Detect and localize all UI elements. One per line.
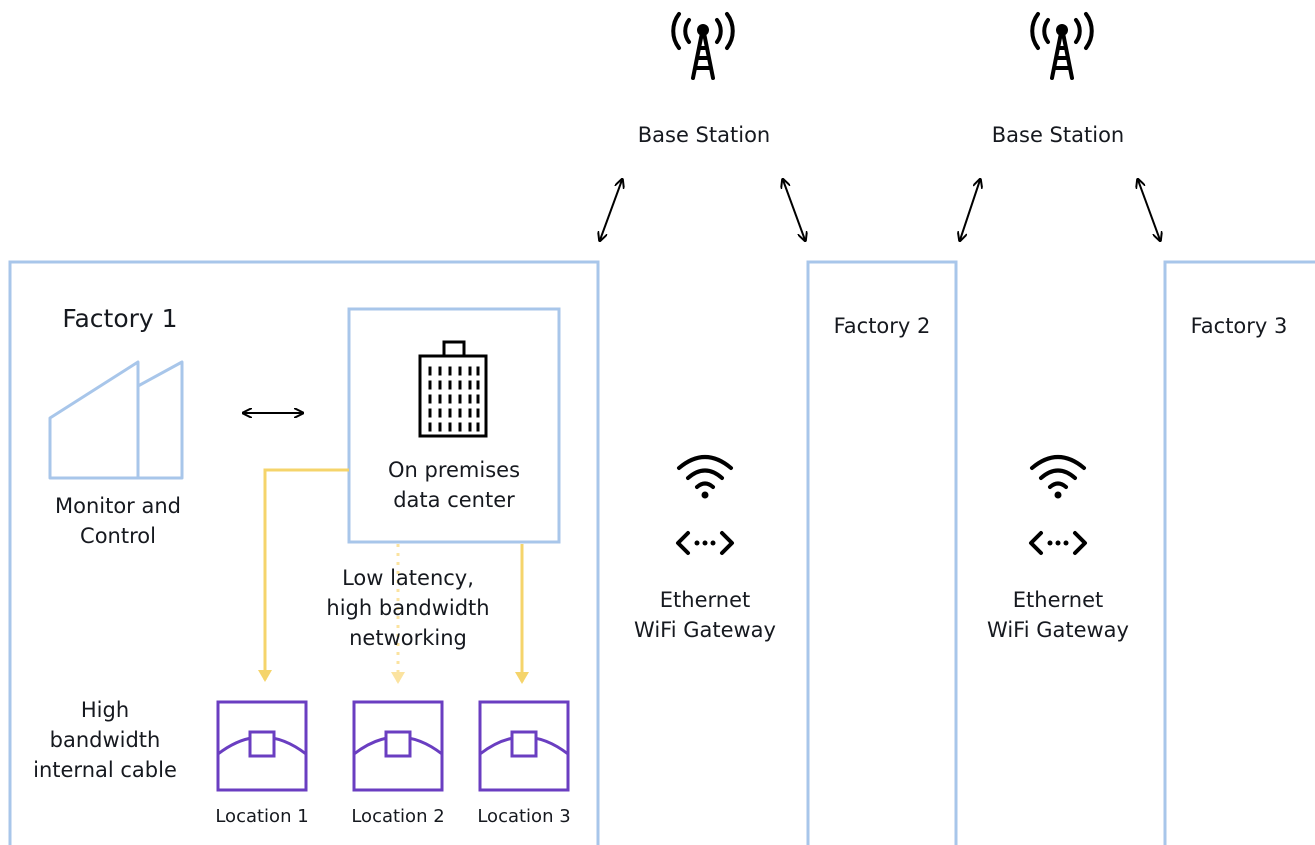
link-arrow (783, 180, 805, 240)
factory1-box (8, 260, 600, 845)
monitor-control-label: Monitor and Control (54, 494, 181, 548)
link-arrow (1138, 180, 1160, 240)
office-building-icon (418, 340, 488, 438)
link-arrow (600, 180, 622, 240)
internal-cable-label: High bandwidth internal cable (33, 698, 177, 782)
network-line-location1 (258, 468, 349, 682)
factory2-title: Factory 2 (833, 314, 931, 338)
location-label: Location 2 (351, 806, 445, 827)
location-label: Location 3 (477, 806, 571, 827)
factory2-box (806, 260, 958, 845)
wifi-icon (677, 455, 733, 499)
ethernet-port-icon (1029, 531, 1087, 555)
factory3-title: Factory 3 (1190, 314, 1288, 338)
networking-label: Low latency, high bandwidth networking (326, 566, 490, 650)
wireless-link-arrows (600, 180, 1160, 240)
cell-tower-icon (1030, 12, 1094, 80)
location-icon (478, 700, 570, 792)
location-label: Location 1 (215, 806, 309, 827)
factory3-box (1163, 260, 1315, 845)
data-center-box (347, 307, 561, 544)
cell-tower-icon (671, 12, 735, 80)
gateway-label: Ethernet WiFi Gateway (987, 588, 1129, 642)
location-icon (216, 700, 308, 792)
location-icon (352, 700, 444, 792)
gateway-label: Ethernet WiFi Gateway (634, 588, 776, 642)
factory1-title: Factory 1 (62, 304, 178, 333)
factory-building-icon (48, 360, 184, 480)
base-station-label: Base Station (637, 123, 771, 147)
ethernet-port-icon (676, 531, 734, 555)
base-station-label: Base Station (991, 123, 1125, 147)
wifi-icon (1030, 455, 1086, 499)
data-center-label: On premises data center (387, 458, 521, 512)
network-lines (258, 468, 529, 684)
link-arrow (960, 180, 980, 240)
